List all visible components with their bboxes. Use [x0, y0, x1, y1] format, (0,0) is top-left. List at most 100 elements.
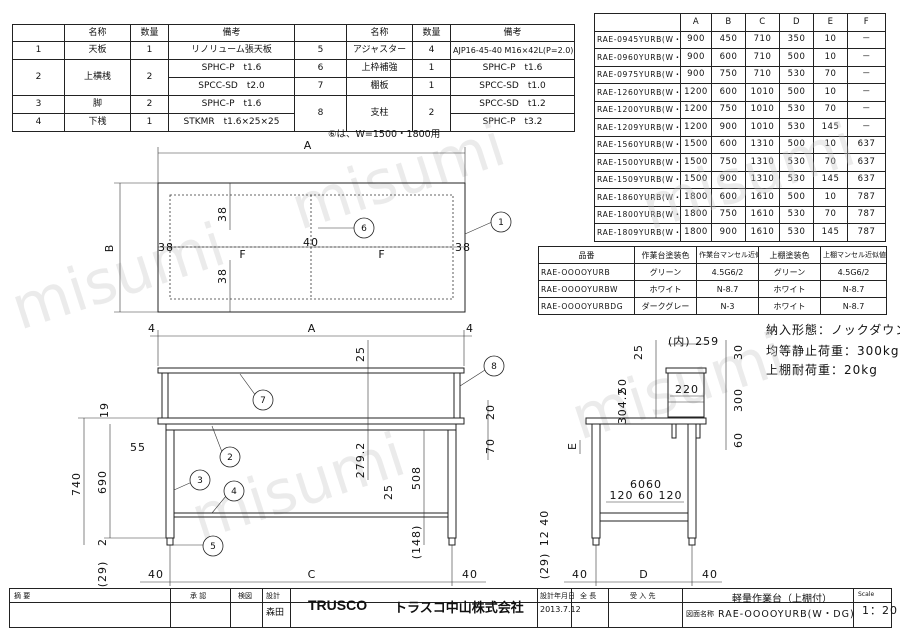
part-note: STKMR t1.6×25×25	[168, 113, 295, 132]
dims-model-cell: RAE-1809YURB(W・DG)	[594, 223, 681, 242]
drawing-no-label: 図面名称	[686, 610, 714, 618]
brand-logo: TRUSCO	[308, 597, 368, 613]
part-no: 8	[294, 95, 347, 132]
svg-text:7: 7	[260, 396, 266, 406]
scale-label: Scale	[858, 591, 875, 598]
side-dim-inner-259: (内) 259	[668, 334, 719, 348]
front-dim-70: 70	[484, 438, 497, 454]
front-dim-c: C	[308, 568, 317, 581]
callout-7	[252, 389, 274, 411]
callout-1	[490, 211, 512, 233]
parts-footnote: ⑥は、W=1500・1800用	[328, 129, 441, 140]
svg-text:misumi: misumi	[283, 110, 513, 244]
drawing-number: RAE-OOOOYURB(W・DG)	[718, 609, 855, 620]
scale-value: 1：20	[862, 604, 898, 617]
drawing-title: 軽量作業台（上棚付）	[732, 594, 832, 605]
designer-name: 森田	[266, 608, 285, 618]
side-dim-29: (29)	[538, 553, 551, 580]
design-label: 設計	[266, 592, 280, 600]
front-dim-55: 55	[130, 441, 146, 454]
design-date: 2013.7.12	[540, 605, 581, 614]
front-dim-2: 2	[96, 538, 109, 546]
watermark: misumi misumi misumi misumi misumi	[3, 110, 863, 554]
front-dim-25-top: 25	[354, 346, 367, 362]
svg-text:4: 4	[231, 487, 237, 497]
plan-dim-38-top: 38	[216, 206, 229, 222]
plan-dim-f-right: F	[378, 248, 385, 261]
table-top-outline	[157, 182, 466, 313]
side-dim-d: D	[639, 568, 648, 581]
side-dim-e: E	[566, 442, 579, 450]
callout-2	[219, 446, 241, 468]
callout-4	[223, 480, 245, 502]
front-dim-690: 690	[96, 470, 109, 494]
svg-text:3: 3	[197, 476, 203, 486]
plan-view: A B 38 F 40 F 38 38 38 1 6	[103, 139, 512, 313]
part-name: 支柱	[346, 95, 413, 132]
svg-text:misumi: misumi	[633, 110, 863, 244]
part-name: 上横桟	[64, 59, 131, 96]
front-dim-29: (29)	[96, 561, 109, 588]
side-dim-12-40: 12 40	[538, 510, 551, 547]
plan-dim-b: B	[103, 244, 116, 253]
dimensions-table: A B C D E F RAE-0945YURB(W・DG)9004507103…	[594, 13, 886, 242]
plan-dim-38-right: 38	[455, 241, 471, 254]
side-dim-25: 25	[632, 344, 645, 360]
parts-row: 2 上横桟 2 SPHC-P t1.6 6 上枠補強 1 SPHC-P t1.6	[12, 59, 575, 96]
svg-text:misumi: misumi	[3, 210, 233, 344]
side-dim-304-2: 304.2	[616, 388, 629, 425]
front-dim-4-left: 4	[148, 322, 156, 335]
side-dim-40-left: 40	[572, 568, 588, 581]
side-dim-6060: 6060	[630, 478, 662, 491]
side-view: (内) 259 25 50 304.2 220 30 300 60 E 6060…	[538, 334, 745, 586]
colors-value-cell: ダークグレー	[634, 297, 697, 315]
callout-8	[483, 355, 505, 377]
side-dim-220: 220	[675, 383, 699, 396]
svg-text:5: 5	[210, 542, 216, 552]
shelf-load-spec: 上棚耐荷重：20kg	[766, 363, 878, 377]
front-dim-a: A	[308, 322, 317, 335]
callout-3	[189, 469, 211, 491]
delivery-spec: 納入形態：ノックダウン	[766, 323, 900, 337]
colors-value-cell: N-8.7	[820, 297, 887, 315]
approve-label: 承 認	[190, 592, 207, 600]
side-dim-60: 60	[732, 432, 745, 448]
colors-table: 品番 作業台塗装色 作業台マンセル近似値 上棚塗装色 上棚マンセル近似値 RAE…	[538, 246, 887, 315]
callout-5	[202, 535, 224, 557]
colors-model-cell: RAE-OOOOYURBDG	[538, 297, 635, 315]
side-dim-50: 50	[616, 378, 629, 394]
side-dim-300: 300	[732, 388, 745, 412]
front-dim-19: 19	[98, 402, 111, 418]
remark-label: 摘 要	[14, 592, 31, 600]
front-dim-40-right: 40	[462, 568, 478, 581]
front-dim-20: 20	[484, 404, 497, 420]
side-dim-40-right: 40	[702, 568, 718, 581]
front-dim-25-bottom: 25	[382, 484, 395, 500]
front-view: 4 A 4 25 279.2 19 55 690 740 2 (29) 40 C…	[70, 322, 505, 588]
dims-value-cell: 787	[847, 223, 886, 242]
plan-dim-f-left: F	[239, 248, 246, 261]
title-block: 摘 要 承 認 検図 設計 森田 TRUSCO トラスコ中山株式会社 設計年月日…	[9, 588, 897, 628]
plan-dim-38-left: 38	[158, 241, 174, 254]
front-dim-279-2: 279.2	[354, 442, 367, 479]
front-dim-148: (148)	[410, 525, 423, 560]
customer-label: 受 入 先	[630, 592, 656, 600]
dims-body: RAE-0945YURB(W・DG)90045071035010－RAE-096…	[594, 30, 886, 242]
part-note: SPHC-P t3.2	[450, 113, 575, 132]
front-dim-4-right: 4	[466, 322, 474, 335]
front-dim-40-left: 40	[148, 568, 164, 581]
load-spec: 均等静止荷重：300kg	[766, 344, 900, 358]
date-label: 設計年月日	[540, 592, 575, 600]
svg-text:2: 2	[227, 453, 233, 463]
